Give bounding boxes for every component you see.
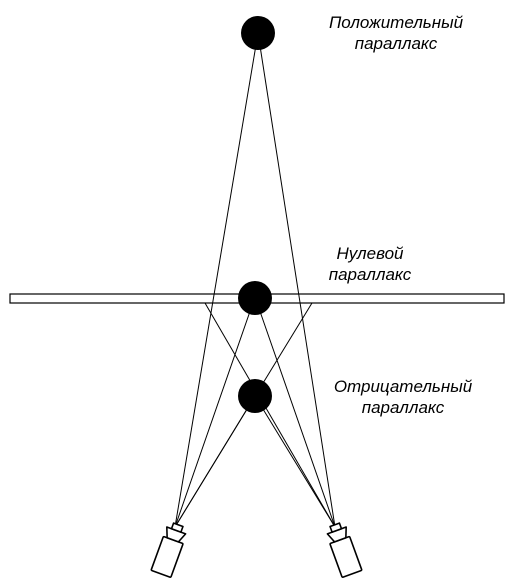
positive-parallax-label-line2: параллакс <box>354 34 438 53</box>
sight-line-left-positive <box>174 32 259 528</box>
negative-parallax-label-line2: параллакс <box>361 398 445 417</box>
negative-parallax-label: Отрицательный параллакс <box>312 376 494 418</box>
sight-line-left-zero <box>174 296 256 528</box>
camera-icon <box>150 522 187 578</box>
projection-line-left <box>204 302 336 528</box>
zero-parallax-label-line2: параллакс <box>328 265 412 284</box>
zero-parallax-label: Нулевой параллакс <box>305 243 435 285</box>
sight-line-right-positive <box>257 32 336 528</box>
negative-parallax-label-line1: Отрицательный <box>333 377 473 396</box>
positive-parallax-point <box>241 16 275 50</box>
positive-parallax-label-line1: Положительный <box>328 13 464 32</box>
negative-parallax-point <box>238 379 272 413</box>
sight-lines <box>174 32 336 528</box>
camera-icon <box>326 522 363 578</box>
projection-line-right <box>174 302 313 528</box>
zero-parallax-point <box>238 281 272 315</box>
positive-parallax-label: Положительный параллакс <box>298 12 494 54</box>
sight-line-right-zero <box>254 296 336 528</box>
zero-parallax-label-line1: Нулевой <box>336 244 404 263</box>
sight-line-right-negative <box>254 395 336 528</box>
